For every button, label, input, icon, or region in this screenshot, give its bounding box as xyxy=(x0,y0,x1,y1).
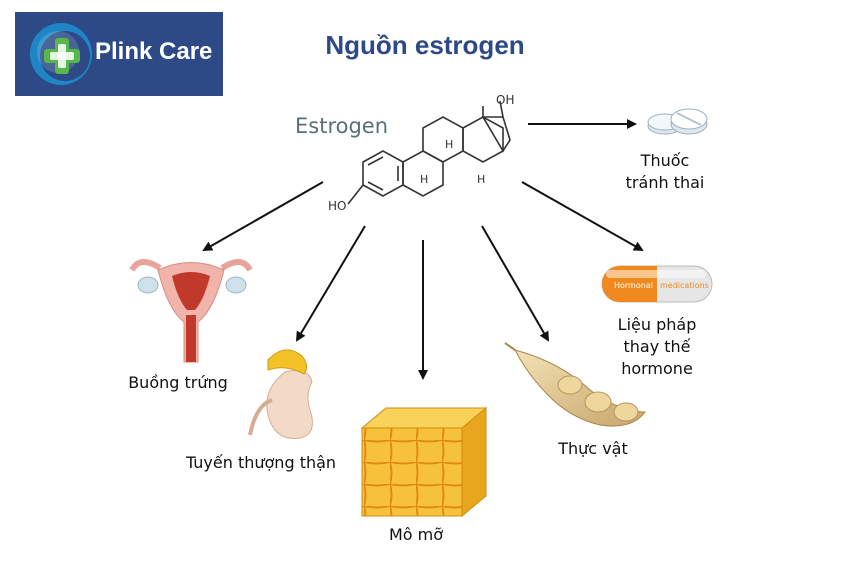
brand-name: Plink Care xyxy=(95,38,213,65)
adrenal-label: Tuyến thượng thận xyxy=(185,453,337,472)
arrow-to-adrenal xyxy=(295,225,366,342)
page-title: Nguồn estrogen xyxy=(325,30,525,60)
oh-left-label: HO xyxy=(328,199,346,213)
pill-icon xyxy=(647,108,708,135)
plant-label: Thực vật xyxy=(558,439,628,458)
h-label-2: H xyxy=(445,138,453,151)
soybean-pod-icon xyxy=(504,342,646,427)
arrow-to-capsule xyxy=(521,181,644,251)
hrt-label: Liệu pháp thay thế hormone xyxy=(617,315,697,378)
arrow-to-ovary xyxy=(202,181,324,251)
fat-label: Mô mỡ xyxy=(388,525,444,544)
adrenal-gland-icon xyxy=(248,349,313,440)
capsule-text-right: medications xyxy=(660,281,709,290)
brand-logo: Plink Care xyxy=(15,12,223,96)
pill-label: Thuốc tránh thai xyxy=(625,151,705,192)
arrows xyxy=(202,119,644,380)
capsule-text-left: Hormonal xyxy=(614,281,653,290)
estrogen-molecule-icon xyxy=(347,100,511,205)
uterus-icon xyxy=(129,259,253,363)
capsule-icon: Hormonal medications xyxy=(601,265,713,303)
estrogen-label: Estrogen xyxy=(295,114,389,138)
h-label-1: H xyxy=(420,173,428,186)
plink-care-logo-icon xyxy=(30,23,92,85)
h-label-3: H xyxy=(477,173,485,186)
arrow-to-plant xyxy=(481,225,550,342)
ovary-label: Buồng trứng xyxy=(128,373,228,392)
fat-tissue-icon xyxy=(360,406,488,518)
oh-top-label: OH xyxy=(496,93,514,107)
